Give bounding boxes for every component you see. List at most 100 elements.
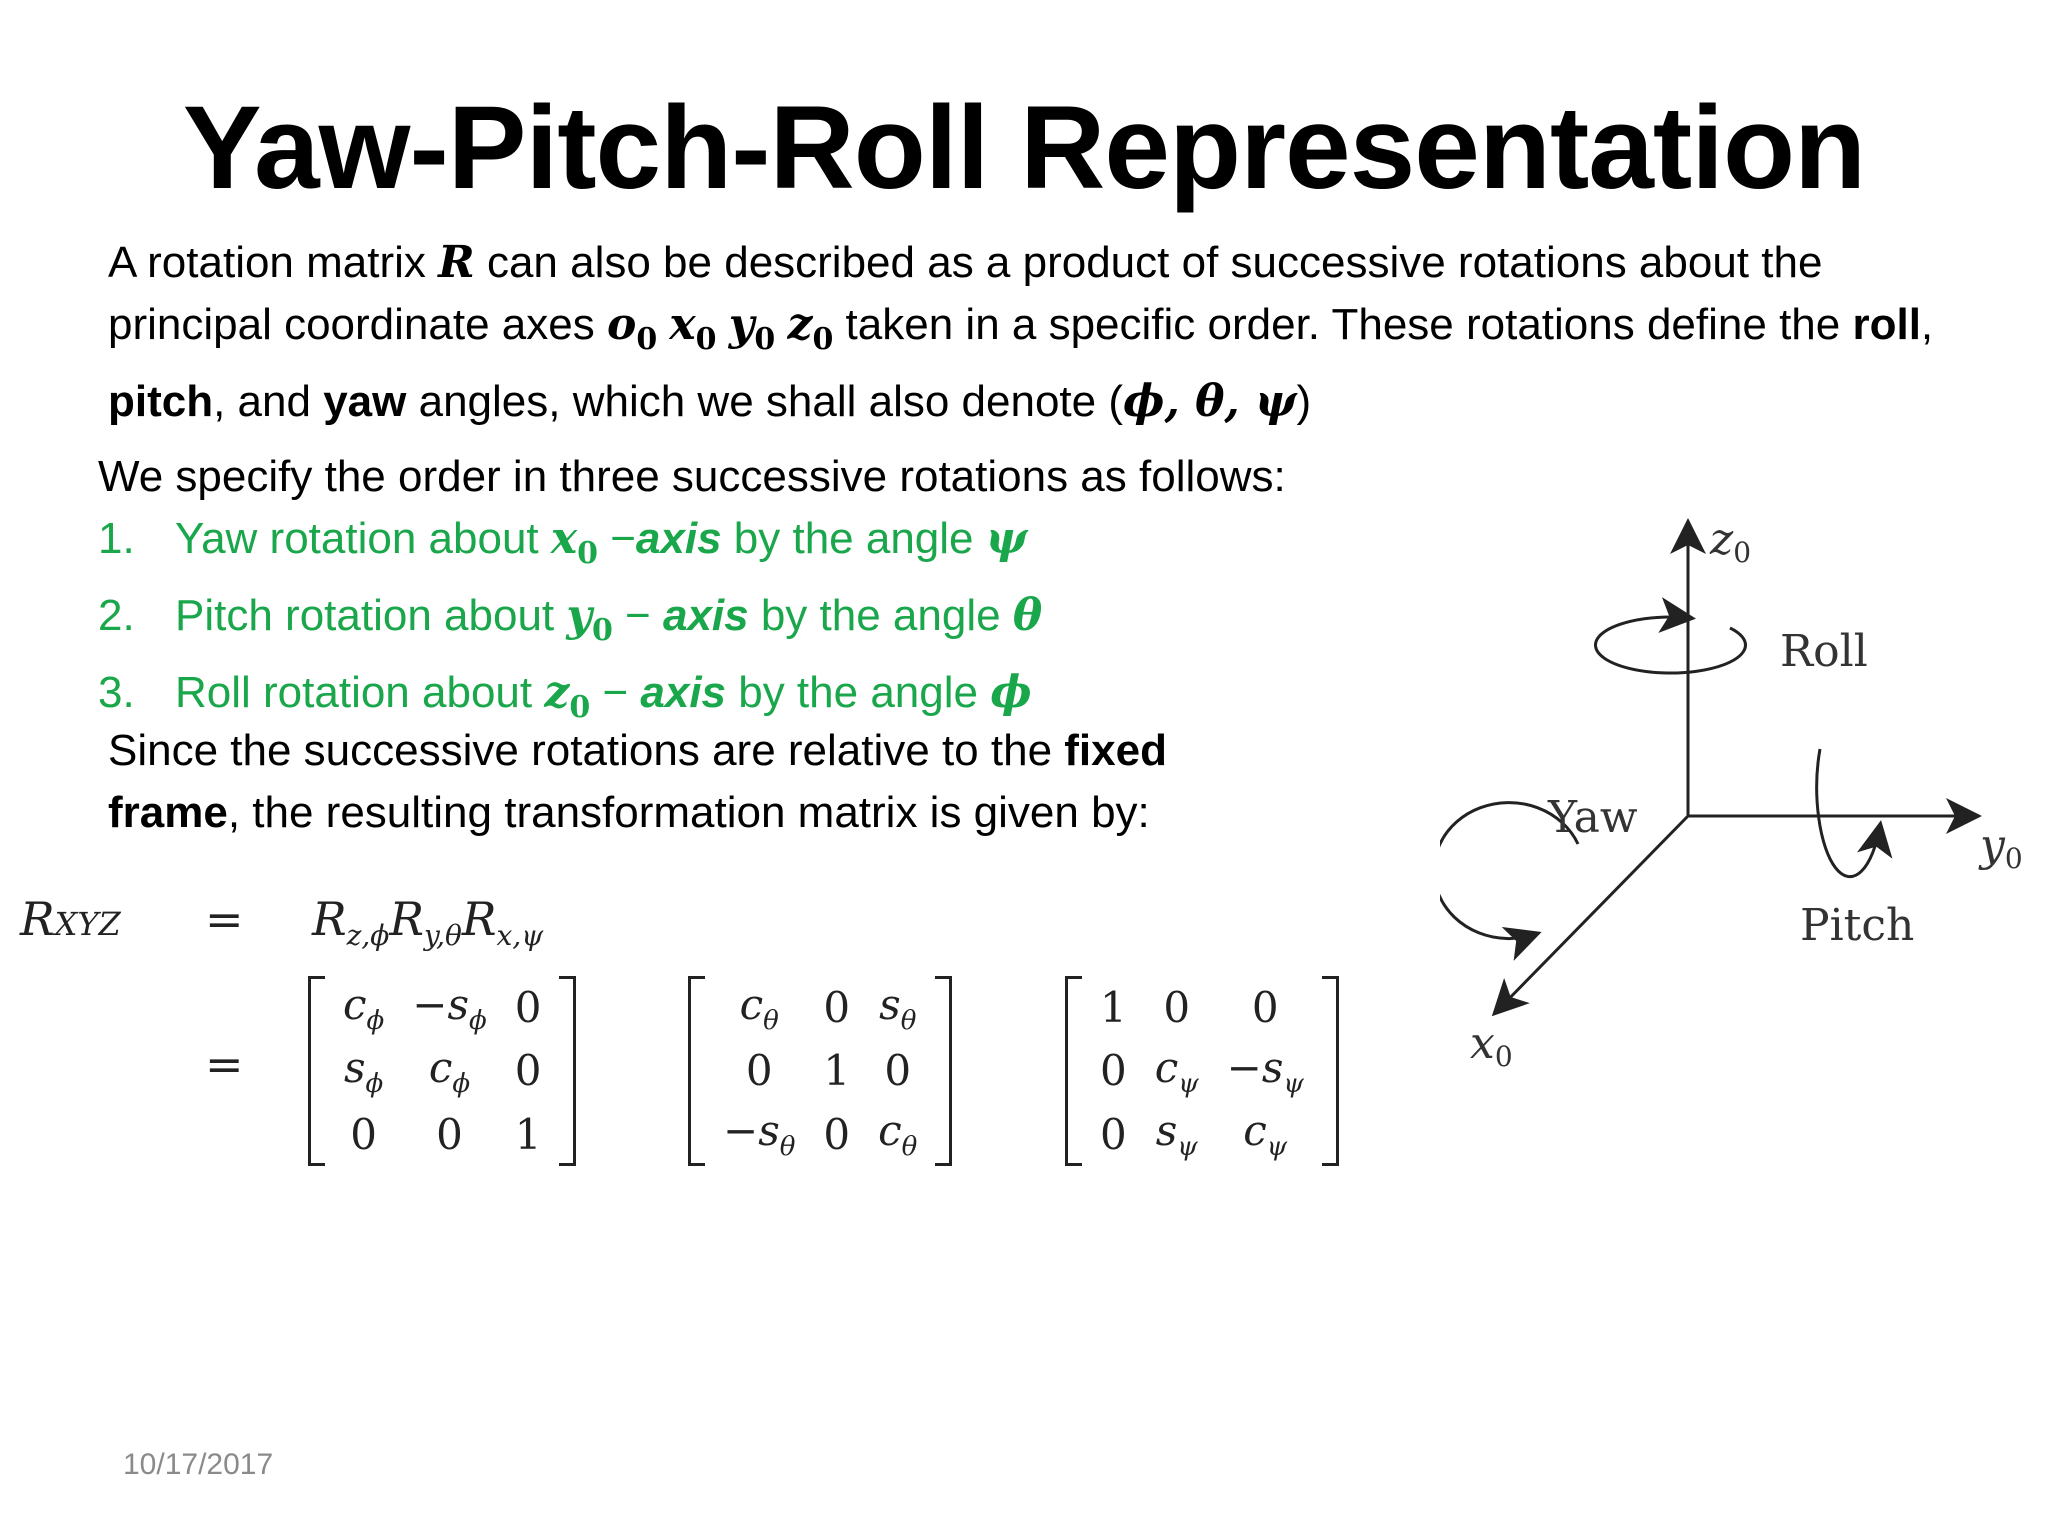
step-text: Yaw rotation about (175, 514, 551, 563)
matrix-cell: 0 (1251, 983, 1279, 1033)
step-item: 2. Pitch rotation about y0 − axis by the… (98, 585, 1498, 662)
matrix-row: −sθ 0 cθ (709, 1103, 931, 1166)
matrix-cell: 1 (1100, 983, 1127, 1033)
intro-text-4: angles, which we shall also denote ( (406, 377, 1124, 426)
step-by: by the angle (726, 668, 991, 717)
equation-lhs: RXYZ (20, 892, 121, 946)
comma-2: , and (213, 377, 324, 426)
close-paren: ) (1296, 377, 1312, 426)
roll-label: Roll (1780, 626, 1868, 677)
step-angle: θ (1012, 590, 1043, 641)
yaw-label: Yaw (1548, 792, 1638, 843)
roll-term: roll (1852, 300, 1921, 349)
axis-z0: z0 (787, 299, 834, 357)
z0-label: z0 (1710, 514, 1752, 569)
axis-o0: o0 (606, 299, 658, 357)
roll-arrow (1593, 597, 1747, 675)
step-number: 1. (98, 514, 135, 563)
matrix-cell: sψ (1155, 1106, 1198, 1163)
matrix-cell: 0 (514, 1046, 542, 1096)
step-item: 3. Roll rotation about z0 − axis by the … (98, 662, 1498, 739)
pitch-arrow (1815, 748, 1893, 879)
equals-sign-1: = (205, 892, 244, 946)
angle-symbols: ϕ, θ, ψ (1123, 376, 1297, 427)
rotation-steps-list: 1. Yaw rotation about x0 −axis by the an… (98, 508, 1498, 739)
since-paragraph: Since the successive rotations are relat… (108, 720, 1308, 844)
matrix-cell: sϕ (343, 1042, 384, 1099)
step-by: by the angle (748, 591, 1013, 640)
step-axis-var: x0 (550, 513, 598, 571)
matrix-cell: cϕ (343, 979, 385, 1036)
matrix-cell: 0 (745, 1046, 773, 1096)
matrix-cell: cψ (1154, 1042, 1199, 1099)
matrix-cell: 0 (823, 1109, 851, 1159)
comma-1: , (1920, 300, 1934, 349)
step-axis-word: axis (640, 668, 727, 717)
matrix-cell: 0 (514, 983, 542, 1033)
matrix-cell: 1 (823, 1046, 851, 1096)
matrix-cell: 0 (1100, 1046, 1127, 1096)
matrix-cell: 0 (884, 1046, 912, 1096)
since-text-1: Since the successive rotations are relat… (108, 726, 1065, 775)
step-dash: − (612, 591, 663, 640)
pitch-label: Pitch (1800, 900, 1915, 951)
step-angle: ψ (985, 513, 1028, 564)
matrix-cell: cϕ (428, 1042, 471, 1099)
pitch-term: pitch (108, 377, 214, 426)
equation-product: Rz,ϕRy,θRx,ψ (312, 892, 544, 952)
step-item: 1. Yaw rotation about x0 −axis by the an… (98, 508, 1498, 585)
step-number: 2. (98, 591, 135, 640)
y0-label: y0 (1980, 820, 2023, 875)
matrix-cell: 1 (514, 1109, 542, 1159)
matrix-cell: cψ (1243, 1106, 1288, 1163)
matrix-cell: cθ (878, 1106, 918, 1163)
matrix-cell: 0 (436, 1109, 463, 1159)
step-axis-word: axis (662, 591, 749, 640)
intro-text-1: A rotation matrix (108, 238, 439, 287)
step-number: 3. (98, 668, 135, 717)
step-text: Pitch rotation about (175, 591, 567, 640)
matrix-cell: 0 (1163, 983, 1191, 1033)
step-dash: − (597, 514, 636, 563)
axis-x0: x0 (669, 299, 717, 357)
step-axis-word: axis (635, 514, 722, 563)
slide-date: 10/17/2017 (123, 1448, 274, 1481)
matrix-cell: 0 (823, 983, 851, 1033)
step-text: Roll rotation about (175, 668, 545, 717)
intro-paragraph: A rotation matrix R can also be describe… (108, 232, 1988, 433)
matrix-cell: −sθ (723, 1106, 796, 1163)
matrix-cell: −sψ (1226, 1042, 1304, 1099)
intro-text-3: taken in a specific order. These rotatio… (833, 300, 1853, 349)
step-angle: ϕ (990, 667, 1032, 718)
step-dash: − (590, 668, 641, 717)
spec-heading: We specify the order in three successive… (98, 452, 1286, 501)
matrix-cell: 0 (1100, 1109, 1127, 1159)
yaw-term: yaw (323, 377, 407, 426)
step-axis-var: z0 (544, 667, 591, 725)
rotation-matrix-symbol: R (438, 237, 475, 288)
axis-y0: y0 (728, 299, 776, 357)
axes-diagram: z0 y0 x0 Roll Pitch Yaw (1432, 500, 2040, 1100)
x-axis (1491, 814, 1690, 1017)
axes-diagram-svg (1432, 518, 1982, 1017)
step-by: by the angle (721, 514, 986, 563)
x0-label: x0 (1470, 1018, 1513, 1073)
matrix-cell: sθ (879, 979, 917, 1036)
slide-title: Yaw-Pitch-Roll Representation (182, 82, 1866, 214)
rotation-order-section: We specify the order in three successive… (98, 446, 1498, 739)
intro-text-2: can also be described as a product of su… (108, 238, 1823, 349)
